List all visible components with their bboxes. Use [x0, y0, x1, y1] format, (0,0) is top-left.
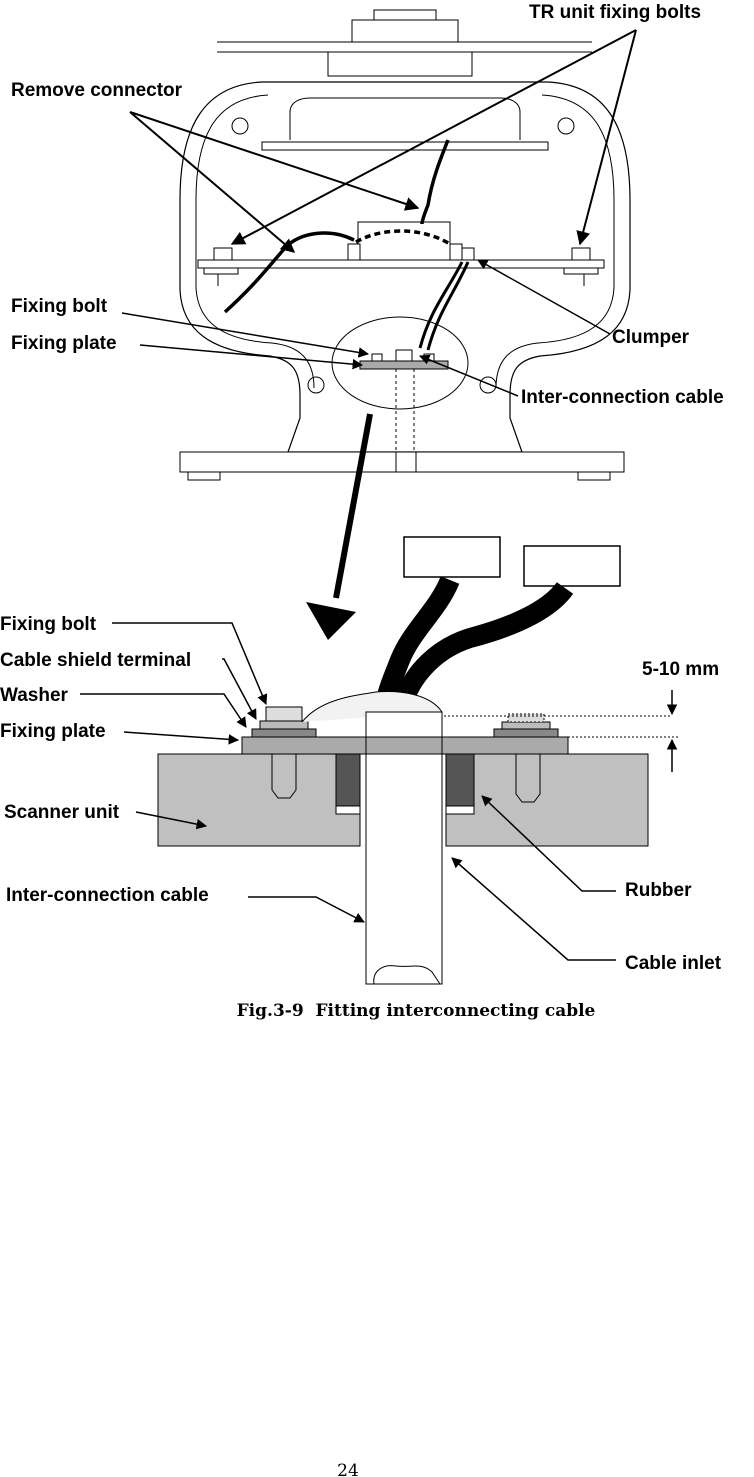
detail-arrow — [306, 413, 373, 640]
label-rubber: Rubber — [625, 880, 692, 901]
label-gap-5-10mm: 5-10 mm — [642, 659, 719, 680]
label-cable-inlet: Cable inlet — [625, 953, 722, 974]
detail-leaders — [80, 622, 616, 961]
label-clumper: Clumper — [612, 327, 690, 348]
label-fixing-plate: Fixing plate — [0, 721, 106, 742]
tr-unit-drawing — [179, 9, 631, 481]
label-fixing-plate-top: Fixing plate — [11, 333, 117, 354]
page-number: 24 — [337, 1461, 359, 1477]
label-inter-connection-cable-top: Inter-connection cable — [521, 387, 724, 408]
detail-drawing — [157, 536, 680, 985]
label-tr-unit-fixing-bolts: TR unit fixing bolts — [529, 2, 701, 23]
label-fixing-bolt: Fixing bolt — [0, 614, 97, 635]
label-scanner-unit: Scanner unit — [4, 802, 120, 823]
label-cable-shield-terminal: Cable shield terminal — [0, 650, 191, 671]
top-leaders — [121, 29, 637, 397]
figure-caption: Fig.3-9 Fitting interconnecting cable — [237, 1001, 596, 1021]
label-fixing-bolt-top: Fixing bolt — [11, 296, 108, 317]
label-remove-connector: Remove connector — [11, 80, 183, 101]
label-inter-connection-cable: Inter-connection cable — [6, 885, 209, 906]
label-washer: Washer — [0, 685, 69, 706]
